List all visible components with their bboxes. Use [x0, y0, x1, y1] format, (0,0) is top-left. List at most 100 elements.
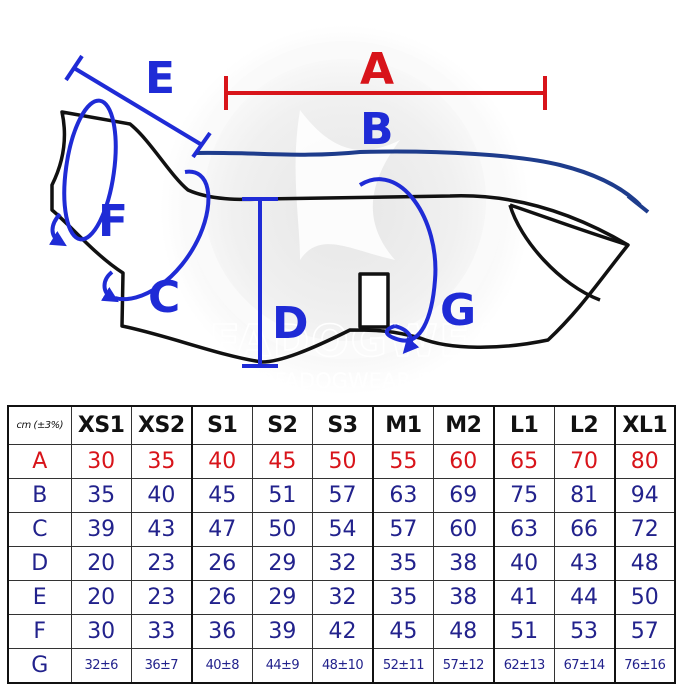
table-cell: 40±8	[190, 648, 253, 684]
table-cell: 63	[492, 512, 555, 547]
table-cell: 39	[70, 512, 132, 547]
table-cell: 52±11	[371, 648, 434, 684]
size-header: S2	[251, 405, 314, 445]
table-cell: 67±14	[553, 648, 616, 684]
size-header: XS2	[130, 405, 193, 445]
table-cell: 50	[613, 580, 676, 615]
table-cell: 36	[190, 614, 253, 649]
measurement-d	[242, 197, 278, 368]
size-header: M1	[371, 405, 434, 445]
row-label: B	[7, 478, 72, 513]
table-cell: 45	[371, 614, 434, 649]
size-header: XS1	[70, 405, 132, 445]
label-g: G	[440, 285, 476, 336]
table-cell: 23	[130, 580, 193, 615]
table-cell: 48	[432, 614, 495, 649]
table-cell: 63	[371, 478, 434, 513]
table-cell: 35	[70, 478, 132, 513]
table-cell: 80	[613, 444, 676, 479]
label-f: F	[98, 196, 128, 247]
table-cell: 66	[553, 512, 616, 547]
table-cell: 32±6	[70, 648, 132, 684]
table-cell: 40	[130, 478, 193, 513]
table-cell: 55	[371, 444, 434, 479]
table-cell: 39	[251, 614, 314, 649]
table-cell: 75	[492, 478, 555, 513]
table-cell: 53	[553, 614, 616, 649]
table-cell: 26	[190, 546, 253, 581]
table-cell: 43	[130, 512, 193, 547]
table-cell: 57±12	[432, 648, 495, 684]
table-cell: 72	[613, 512, 676, 547]
table-cell: 40	[492, 546, 555, 581]
table-cell: 20	[70, 580, 132, 615]
label-d: D	[272, 298, 309, 349]
table-cell: 57	[312, 478, 374, 513]
size-header-row: cm (±3%) XS1 XS2 S1 S2 S3 M1 M2 L1 L2 XL…	[7, 405, 676, 445]
table-cell: 33	[130, 614, 193, 649]
size-header: L1	[492, 405, 555, 445]
table-cell: 36±7	[130, 648, 193, 684]
size-header: S3	[312, 405, 374, 445]
table-cell: 30	[70, 444, 132, 479]
table-cell: 69	[432, 478, 495, 513]
table-cell: 60	[432, 444, 495, 479]
watermark-text: SOFADOGWEAR	[137, 316, 544, 367]
measurement-g	[358, 177, 438, 355]
row-label: A	[7, 444, 72, 479]
table-cell: 35	[371, 580, 434, 615]
size-header: L2	[553, 405, 616, 445]
watermark-url: SOFADOGWEAR.EU	[245, 369, 446, 393]
table-cell: 62±13	[492, 648, 555, 684]
table-cell: 38	[432, 580, 495, 615]
size-table: cm (±3%) XS1 XS2 S1 S2 S3 M1 M2 L1 L2 XL…	[7, 405, 676, 684]
table-cell: 47	[190, 512, 253, 547]
table-cell: 43	[553, 546, 616, 581]
watermark-logo: SOFADOGWEAR SOFADOGWEAR.EU	[136, 25, 544, 395]
table-cell: 41	[492, 580, 555, 615]
table-cell: 44±9	[251, 648, 314, 684]
table-cell: 38	[432, 546, 495, 581]
table-cell: 40	[190, 444, 253, 479]
measurement-f	[49, 98, 118, 247]
table-cell: 35	[371, 546, 434, 581]
table-cell: 26	[190, 580, 253, 615]
label-b: B	[360, 104, 394, 155]
table-cell: 48	[613, 546, 676, 581]
table-cell: 48±10	[312, 648, 374, 684]
table-cell: 45	[251, 444, 314, 479]
label-c: C	[148, 272, 180, 323]
measurement-a	[224, 76, 547, 110]
table-cell: 60	[432, 512, 495, 547]
measurement-e	[64, 54, 212, 159]
row-label: F	[7, 614, 72, 649]
table-cell: 32	[312, 546, 374, 581]
size-header: S1	[190, 405, 253, 445]
measurement-b	[194, 149, 650, 214]
measurement-c	[101, 169, 211, 303]
label-a: A	[360, 44, 394, 95]
garment-measurement-diagram: SOFADOGWEAR SOFADOGWEAR.EU A B	[49, 25, 650, 395]
table-cell: 50	[251, 512, 314, 547]
table-cell: 51	[251, 478, 314, 513]
table-cell: 94	[613, 478, 676, 513]
table-cell: 45	[190, 478, 253, 513]
table-cell: 29	[251, 580, 314, 615]
table-cell: 35	[130, 444, 193, 479]
unit-label: cm (±3%)	[7, 405, 72, 445]
table-cell: 23	[130, 546, 193, 581]
table-cell: 54	[312, 512, 374, 547]
size-header: M2	[432, 405, 495, 445]
table-cell: 65	[492, 444, 555, 479]
row-label: C	[7, 512, 72, 547]
table-cell: 76±16	[613, 648, 676, 684]
table-cell: 57	[613, 614, 676, 649]
table-cell: 42	[312, 614, 374, 649]
